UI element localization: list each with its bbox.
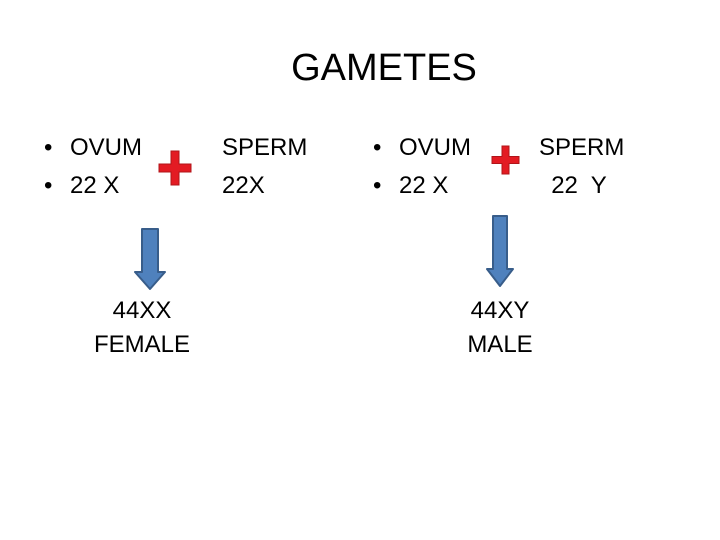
right-bullet-ovum: • OVUM	[373, 129, 471, 167]
right-ovum-list: • OVUM • 22 X	[373, 129, 471, 205]
right-down-arrow-icon	[486, 215, 514, 287]
right-result-sex: MALE	[467, 331, 533, 358]
left-ovum-label: OVUM	[70, 134, 142, 161]
right-sperm-label: SPERM	[539, 134, 625, 161]
left-ovum-list: • OVUM • 22 X	[44, 129, 142, 205]
bullet-dot: •	[373, 172, 382, 199]
left-result-block: 44XX FEMALE	[82, 294, 202, 362]
right-ovum-chromosome: 22 X	[399, 172, 449, 199]
left-bullet-chromosome: • 22 X	[44, 167, 142, 205]
right-sperm-block: SPERM 22 Y	[539, 129, 625, 205]
right-sperm-chromosome: 22 Y	[551, 172, 607, 199]
left-sperm-chromosome: 22X	[222, 172, 265, 199]
left-result-karyotype: 44XX	[112, 297, 172, 324]
right-ovum-label: OVUM	[399, 134, 471, 161]
left-sperm-block: SPERM 22X	[222, 129, 307, 205]
left-plus-icon	[158, 150, 192, 186]
bullet-dot: •	[44, 134, 53, 161]
slide-title: GAMETES	[291, 47, 477, 89]
right-result-karyotype: 44XY	[470, 297, 530, 324]
left-bullet-ovum: • OVUM	[44, 129, 142, 167]
right-plus-icon	[491, 145, 520, 175]
left-result-sex: FEMALE	[93, 331, 191, 358]
bullet-dot: •	[373, 134, 382, 161]
left-ovum-chromosome: 22 X	[70, 172, 120, 199]
left-sperm-label: SPERM	[222, 134, 308, 161]
bullet-dot: •	[44, 172, 53, 199]
right-bullet-chromosome: • 22 X	[373, 167, 471, 205]
left-down-arrow-icon	[134, 228, 166, 290]
right-result-block: 44XY MALE	[440, 294, 560, 362]
